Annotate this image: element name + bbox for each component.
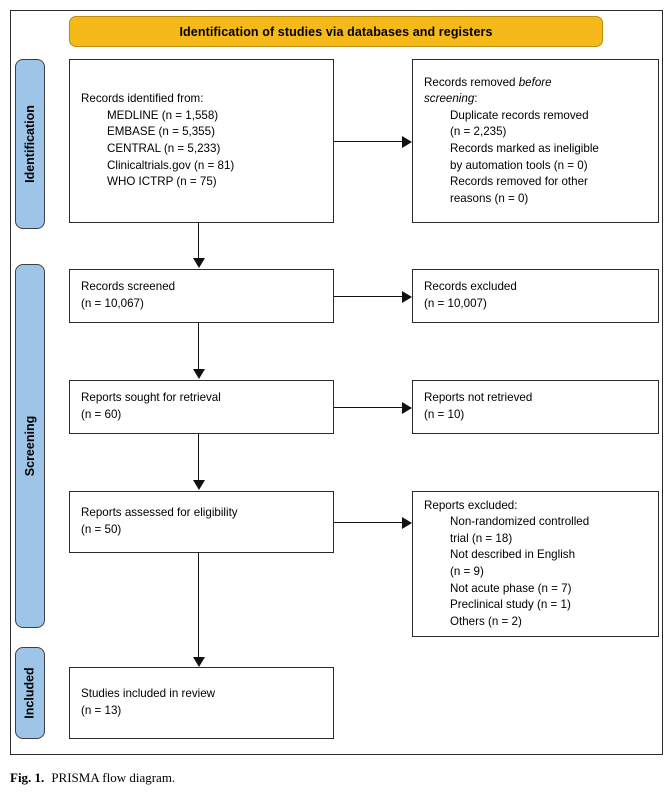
reports-excluded-reason: Not described in English xyxy=(450,548,576,562)
records-identified-source: MEDLINE (n = 1,558) xyxy=(107,108,219,122)
box-reports-sought: Reports sought for retrieval (n = 60) xyxy=(69,380,334,434)
arrowhead-assessed-to-included xyxy=(193,657,205,667)
stage-label-screening: Screening xyxy=(15,264,45,628)
reports-excluded-reason: Not acute phase (n = 7) xyxy=(450,581,572,595)
reports-excluded-reason: (n = 9) xyxy=(450,565,484,578)
stage-label-identification: Identification xyxy=(15,59,45,229)
reports-excluded-reason: Others (n = 2) xyxy=(450,614,522,628)
connector-screened-to-excluded xyxy=(334,296,402,297)
connector-assessed-to-excluded xyxy=(334,522,402,523)
reports-excluded-reason: Non-randomized controlled xyxy=(450,515,590,529)
reports-assessed-count: (n = 50) xyxy=(81,523,122,536)
stage-label-screening-text: Screening xyxy=(23,415,37,477)
arrowhead-sought-to-assessed xyxy=(193,480,205,490)
stage-label-included: Included xyxy=(15,647,45,739)
records-removed-reason: by automation tools (n = 0) xyxy=(450,158,588,172)
box-reports-excluded: Reports excluded: Non-randomized control… xyxy=(412,491,659,637)
arrowhead-screened-to-sought xyxy=(193,369,205,379)
connector-sought-to-not-retrieved xyxy=(334,407,402,408)
reports-sought-label: Reports sought for retrieval xyxy=(81,391,221,405)
figure-caption-label: Fig. 1. xyxy=(10,770,45,785)
records-identified-source: Clinicaltrials.gov (n = 81) xyxy=(107,158,235,172)
records-excluded-label: Records excluded xyxy=(424,280,517,294)
arrowhead-screened-to-excluded xyxy=(402,291,412,303)
reports-not-retrieved-label: Reports not retrieved xyxy=(424,391,533,405)
box-records-screened: Records screened (n = 10,067) xyxy=(69,269,334,323)
records-removed-reason: reasons (n = 0) xyxy=(450,191,529,205)
diagram-header-title: Identification of studies via databases … xyxy=(179,24,493,39)
records-identified-source: EMBASE (n = 5,355) xyxy=(107,125,215,139)
reports-excluded-reason: trial (n = 18) xyxy=(450,531,513,545)
arrowhead-identified-to-removed xyxy=(402,136,412,148)
prisma-flow-diagram: Identification of studies via databases … xyxy=(11,11,662,754)
records-screened-label: Records screened xyxy=(81,280,176,294)
connector-identified-to-removed xyxy=(334,141,402,142)
stage-label-included-text: Included xyxy=(23,667,37,719)
arrowhead-identified-to-screened xyxy=(193,258,205,268)
diagram-header-banner: Identification of studies via databases … xyxy=(69,16,603,47)
records-identified-title: Records identified from: xyxy=(81,92,204,106)
connector-sought-to-assessed xyxy=(198,434,199,480)
studies-included-count: (n = 13) xyxy=(81,704,122,717)
reports-excluded-reason: Preclinical study (n = 1) xyxy=(450,598,571,612)
records-excluded-count: (n = 10,007) xyxy=(424,297,487,310)
box-reports-assessed: Reports assessed for eligibility (n = 50… xyxy=(69,491,334,553)
records-identified-source: WHO ICTRP (n = 75) xyxy=(107,175,217,189)
records-removed-reason: Duplicate records removed xyxy=(450,108,589,122)
figure-frame: Identification of studies via databases … xyxy=(10,10,663,755)
records-identified-source: CENTRAL (n = 5,233) xyxy=(107,142,221,155)
box-records-identified: Records identified from: MEDLINE (n = 1,… xyxy=(69,59,334,223)
reports-assessed-label: Reports assessed for eligibility xyxy=(81,506,238,520)
records-removed-title-cont: screening: xyxy=(424,92,478,106)
stage-label-identification-text: Identification xyxy=(23,105,37,183)
connector-identified-to-screened xyxy=(198,223,199,258)
records-screened-count: (n = 10,067) xyxy=(81,297,144,310)
studies-included-label: Studies included in review xyxy=(81,687,216,701)
box-records-excluded: Records excluded (n = 10,007) xyxy=(412,269,659,323)
reports-sought-count: (n = 60) xyxy=(81,408,122,421)
records-removed-reason: (n = 2,235) xyxy=(450,125,507,139)
figure-caption-text: PRISMA flow diagram. xyxy=(51,770,176,785)
reports-not-retrieved-count: (n = 10) xyxy=(424,408,465,421)
connector-assessed-to-included xyxy=(198,553,199,657)
connector-screened-to-sought xyxy=(198,323,199,369)
records-removed-reason: Records marked as ineligible xyxy=(450,142,599,155)
box-records-removed-before-screening: Records removed before screening: Duplic… xyxy=(412,59,659,223)
reports-excluded-title: Reports excluded: xyxy=(424,498,518,512)
box-reports-not-retrieved: Reports not retrieved (n = 10) xyxy=(412,380,659,434)
arrowhead-assessed-to-excluded xyxy=(402,517,412,529)
figure-caption: Fig. 1. PRISMA flow diagram. xyxy=(10,770,175,786)
arrowhead-sought-to-not-retrieved xyxy=(402,402,412,414)
records-removed-title: Records removed before xyxy=(424,75,552,89)
box-studies-included: Studies included in review (n = 13) xyxy=(69,667,334,739)
records-removed-reason: Records removed for other xyxy=(450,175,588,189)
